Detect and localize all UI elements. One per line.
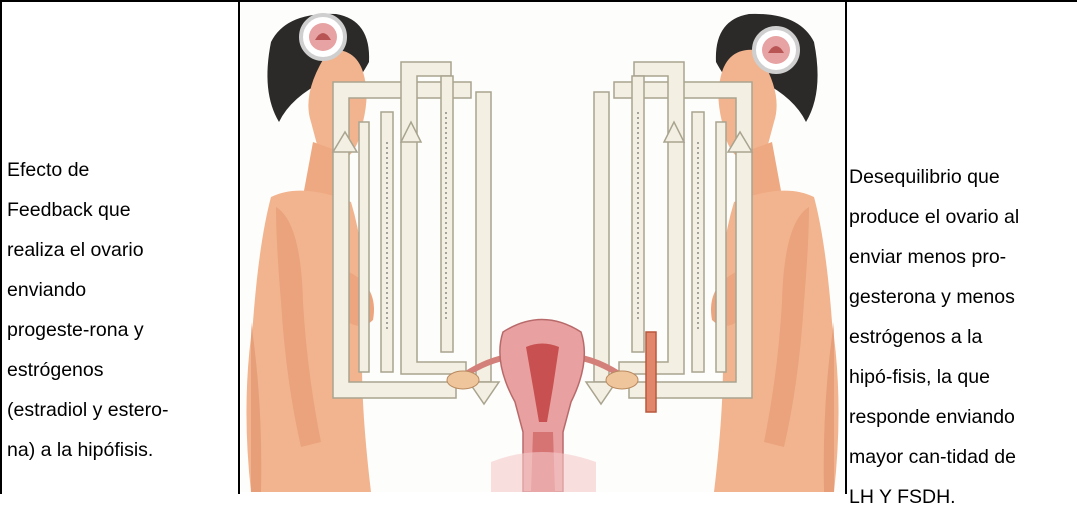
right-brain-hypophysis-icon <box>754 28 798 72</box>
left-line: realiza el ovario <box>7 240 233 260</box>
left-line: enviando <box>7 280 233 300</box>
hormonal-feedback-illustration <box>241 2 844 492</box>
table-divider-right <box>845 0 847 494</box>
right-cell-text: Desequilibrio que produce el ovario al e… <box>849 147 1077 527</box>
document-table: Efecto de Feedback que realiza el ovario… <box>0 0 1077 494</box>
left-line: Feedback que <box>7 200 233 220</box>
right-line: responde enviando <box>849 407 1077 427</box>
right-line: LH Y FSDH. <box>849 487 1077 507</box>
left-brain-hypophysis-icon <box>301 15 345 59</box>
right-line: mayor can-tidad de <box>849 447 1077 467</box>
left-line: estrógenos <box>7 360 233 380</box>
right-line: produce el ovario al <box>849 207 1077 227</box>
table-divider-left <box>238 0 240 494</box>
left-line: progeste-rona y <box>7 320 233 340</box>
right-line: estrógenos a la <box>849 327 1077 347</box>
left-line: Efecto de <box>7 160 233 180</box>
left-line: na) a la hipófisis. <box>7 440 233 460</box>
left-cell-text: Efecto de Feedback que realiza el ovario… <box>7 140 233 480</box>
table-border-left <box>0 0 2 494</box>
right-line: hipó-fisis, la que <box>849 367 1077 387</box>
right-line: enviar menos pro- <box>849 247 1077 267</box>
arrow-caption-marks <box>387 112 698 332</box>
right-line: gesterona y menos <box>849 287 1077 307</box>
right-line: Desequilibrio que <box>849 167 1077 187</box>
left-line: (estradiol y estero- <box>7 400 233 420</box>
